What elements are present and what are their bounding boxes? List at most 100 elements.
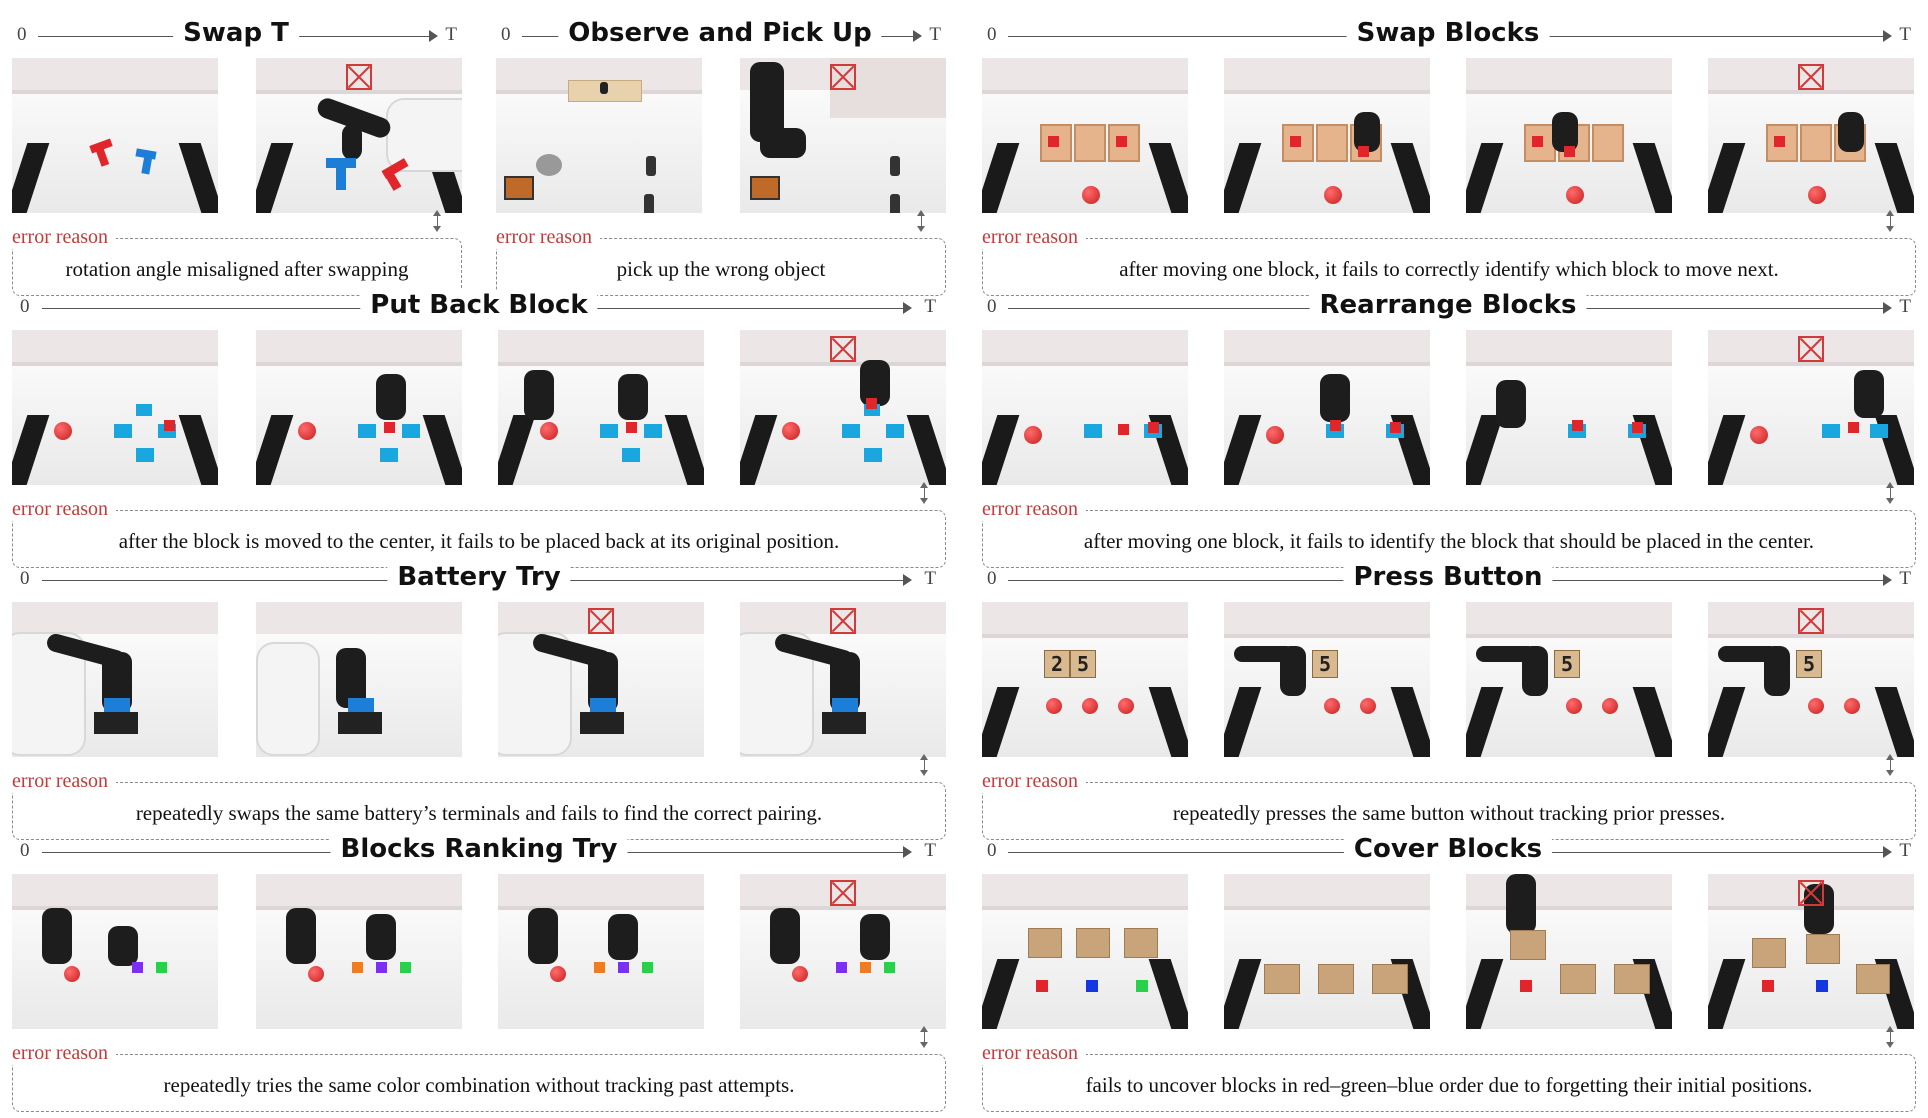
timeline: 0 T Rearrange Blocks: [982, 286, 1916, 326]
frame-1: [982, 330, 1188, 485]
panel-put-back-block: 0 T Put Back Block: [12, 286, 946, 576]
error-reason-label: error reason: [982, 770, 1087, 793]
error-reason-label: error reason: [12, 770, 117, 793]
error-reason-box: after moving one block, it fails to corr…: [982, 238, 1916, 296]
frame-2: [256, 874, 462, 1029]
frame-1: [12, 58, 218, 213]
error-reason-label: error reason: [12, 498, 117, 521]
timeline: 0 T Put Back Block: [12, 286, 946, 326]
panel-blocks-ranking-try: 0 T Blocks Ranking Try: [12, 830, 946, 1114]
number-card: 5: [1796, 650, 1822, 678]
timeline-end: T: [924, 840, 936, 861]
frame-4: [740, 602, 946, 757]
timeline-end: T: [1899, 568, 1911, 589]
panel-title: Battery Try: [387, 562, 571, 592]
frame-3: [498, 602, 704, 757]
timeline-start: 0: [987, 568, 997, 589]
timeline-start: 0: [20, 568, 30, 589]
frame-2: 5: [1224, 602, 1430, 757]
failure-mark-icon: [1798, 880, 1824, 906]
frame-1: [12, 874, 218, 1029]
error-reason-box: repeatedly tries the same color combinat…: [12, 1054, 946, 1112]
frame-4: [1708, 874, 1914, 1029]
frame-3: [498, 330, 704, 485]
error-reason-label: error reason: [12, 1042, 117, 1065]
timeline: 0 T Swap Blocks: [982, 14, 1916, 54]
timeline: 0 T Cover Blocks: [982, 830, 1916, 870]
timeline-end: T: [1899, 296, 1911, 317]
timeline-end: T: [924, 296, 936, 317]
panel-press-button: 0 T Press Button 2 5 5 5: [982, 558, 1916, 848]
panel-title: Put Back Block: [360, 290, 598, 320]
panel-cover-blocks: 0 T Cover Blocks: [982, 830, 1916, 1114]
timeline: 0 T Swap T: [12, 14, 462, 54]
timeline-start: 0: [20, 296, 30, 317]
panel-battery-try: 0 T Battery Try: [12, 558, 946, 848]
panel-title: Swap T: [173, 18, 299, 48]
panel-observe-and-pick-up: 0 T Observe and Pick Up error reason pic…: [496, 14, 946, 304]
error-reason-text: fails to uncover blocks in red–green–blu…: [1085, 1073, 1813, 1097]
error-reason-text: repeatedly swaps the same battery’s term…: [135, 801, 823, 825]
error-reason-box: pick up the wrong object: [496, 238, 946, 296]
return-arrow-icon: [433, 210, 441, 232]
frame-2: [256, 602, 462, 757]
frame-2: [1224, 874, 1430, 1029]
error-reason-label: error reason: [496, 226, 601, 249]
error-reason-box: fails to uncover blocks in red–green–blu…: [982, 1054, 1916, 1112]
panel-title: Cover Blocks: [1343, 834, 1553, 864]
frame-1: [496, 58, 702, 213]
error-reason-text: rotation angle misaligned after swapping: [65, 257, 409, 281]
panel-rearrange-blocks: 0 T Rearrange Blocks: [982, 286, 1916, 576]
error-reason-box: rotation angle misaligned after swapping: [12, 238, 462, 296]
timeline-start: 0: [17, 24, 27, 45]
panel-swap-blocks: 0 T Swap Blocks: [982, 14, 1916, 304]
number-card: 2: [1044, 650, 1070, 678]
error-reason-label: error reason: [12, 226, 117, 249]
timeline: 0 T Battery Try: [12, 558, 946, 598]
frame-4: [740, 330, 946, 485]
failure-mark-icon: [830, 336, 856, 362]
frame-3: [1466, 58, 1672, 213]
frame-4: [740, 874, 946, 1029]
error-reason-text: after the block is moved to the center, …: [118, 529, 840, 553]
frame-3: [1466, 330, 1672, 485]
failure-mark-icon: [830, 64, 856, 90]
panel-title: Rearrange Blocks: [1309, 290, 1587, 320]
error-reason-text: repeatedly presses the same button witho…: [1172, 801, 1726, 825]
return-arrow-icon: [1886, 1026, 1894, 1048]
panel-title: Observe and Pick Up: [558, 18, 882, 48]
frame-2: [256, 330, 462, 485]
return-arrow-icon: [920, 754, 928, 776]
timeline-start: 0: [987, 840, 997, 861]
timeline-start: 0: [987, 296, 997, 317]
return-arrow-icon: [920, 1026, 928, 1048]
error-reason-label: error reason: [982, 1042, 1087, 1065]
error-reason-label: error reason: [982, 498, 1087, 521]
failure-mark-icon: [1798, 608, 1824, 634]
frame-4: 5: [1708, 602, 1914, 757]
frame-4: [1708, 330, 1914, 485]
timeline-end: T: [1899, 24, 1911, 45]
error-reason-label: error reason: [982, 226, 1087, 249]
return-arrow-icon: [920, 482, 928, 504]
frame-4: [1708, 58, 1914, 213]
timeline-end: T: [929, 24, 941, 45]
failure-mark-icon: [588, 608, 614, 634]
error-reason-text: after moving one block, it fails to iden…: [1083, 529, 1815, 553]
timeline: 0 T Press Button: [982, 558, 1916, 598]
failure-mark-icon: [1798, 336, 1824, 362]
number-card: 5: [1554, 650, 1580, 678]
frame-1: 2 5: [982, 602, 1188, 757]
return-arrow-icon: [1886, 754, 1894, 776]
timeline: 0 T Blocks Ranking Try: [12, 830, 946, 870]
panel-title: Blocks Ranking Try: [330, 834, 628, 864]
error-reason-text: repeatedly tries the same color combinat…: [163, 1073, 795, 1097]
timeline-start: 0: [501, 24, 511, 45]
panel-swap-t: 0 T Swap T error reason rotation a: [12, 14, 462, 304]
return-arrow-icon: [917, 210, 925, 232]
failure-mark-icon: [1798, 64, 1824, 90]
timeline-start: 0: [987, 24, 997, 45]
panel-title: Swap Blocks: [1346, 18, 1550, 48]
timeline-end: T: [1899, 840, 1911, 861]
frame-3: 5: [1466, 602, 1672, 757]
